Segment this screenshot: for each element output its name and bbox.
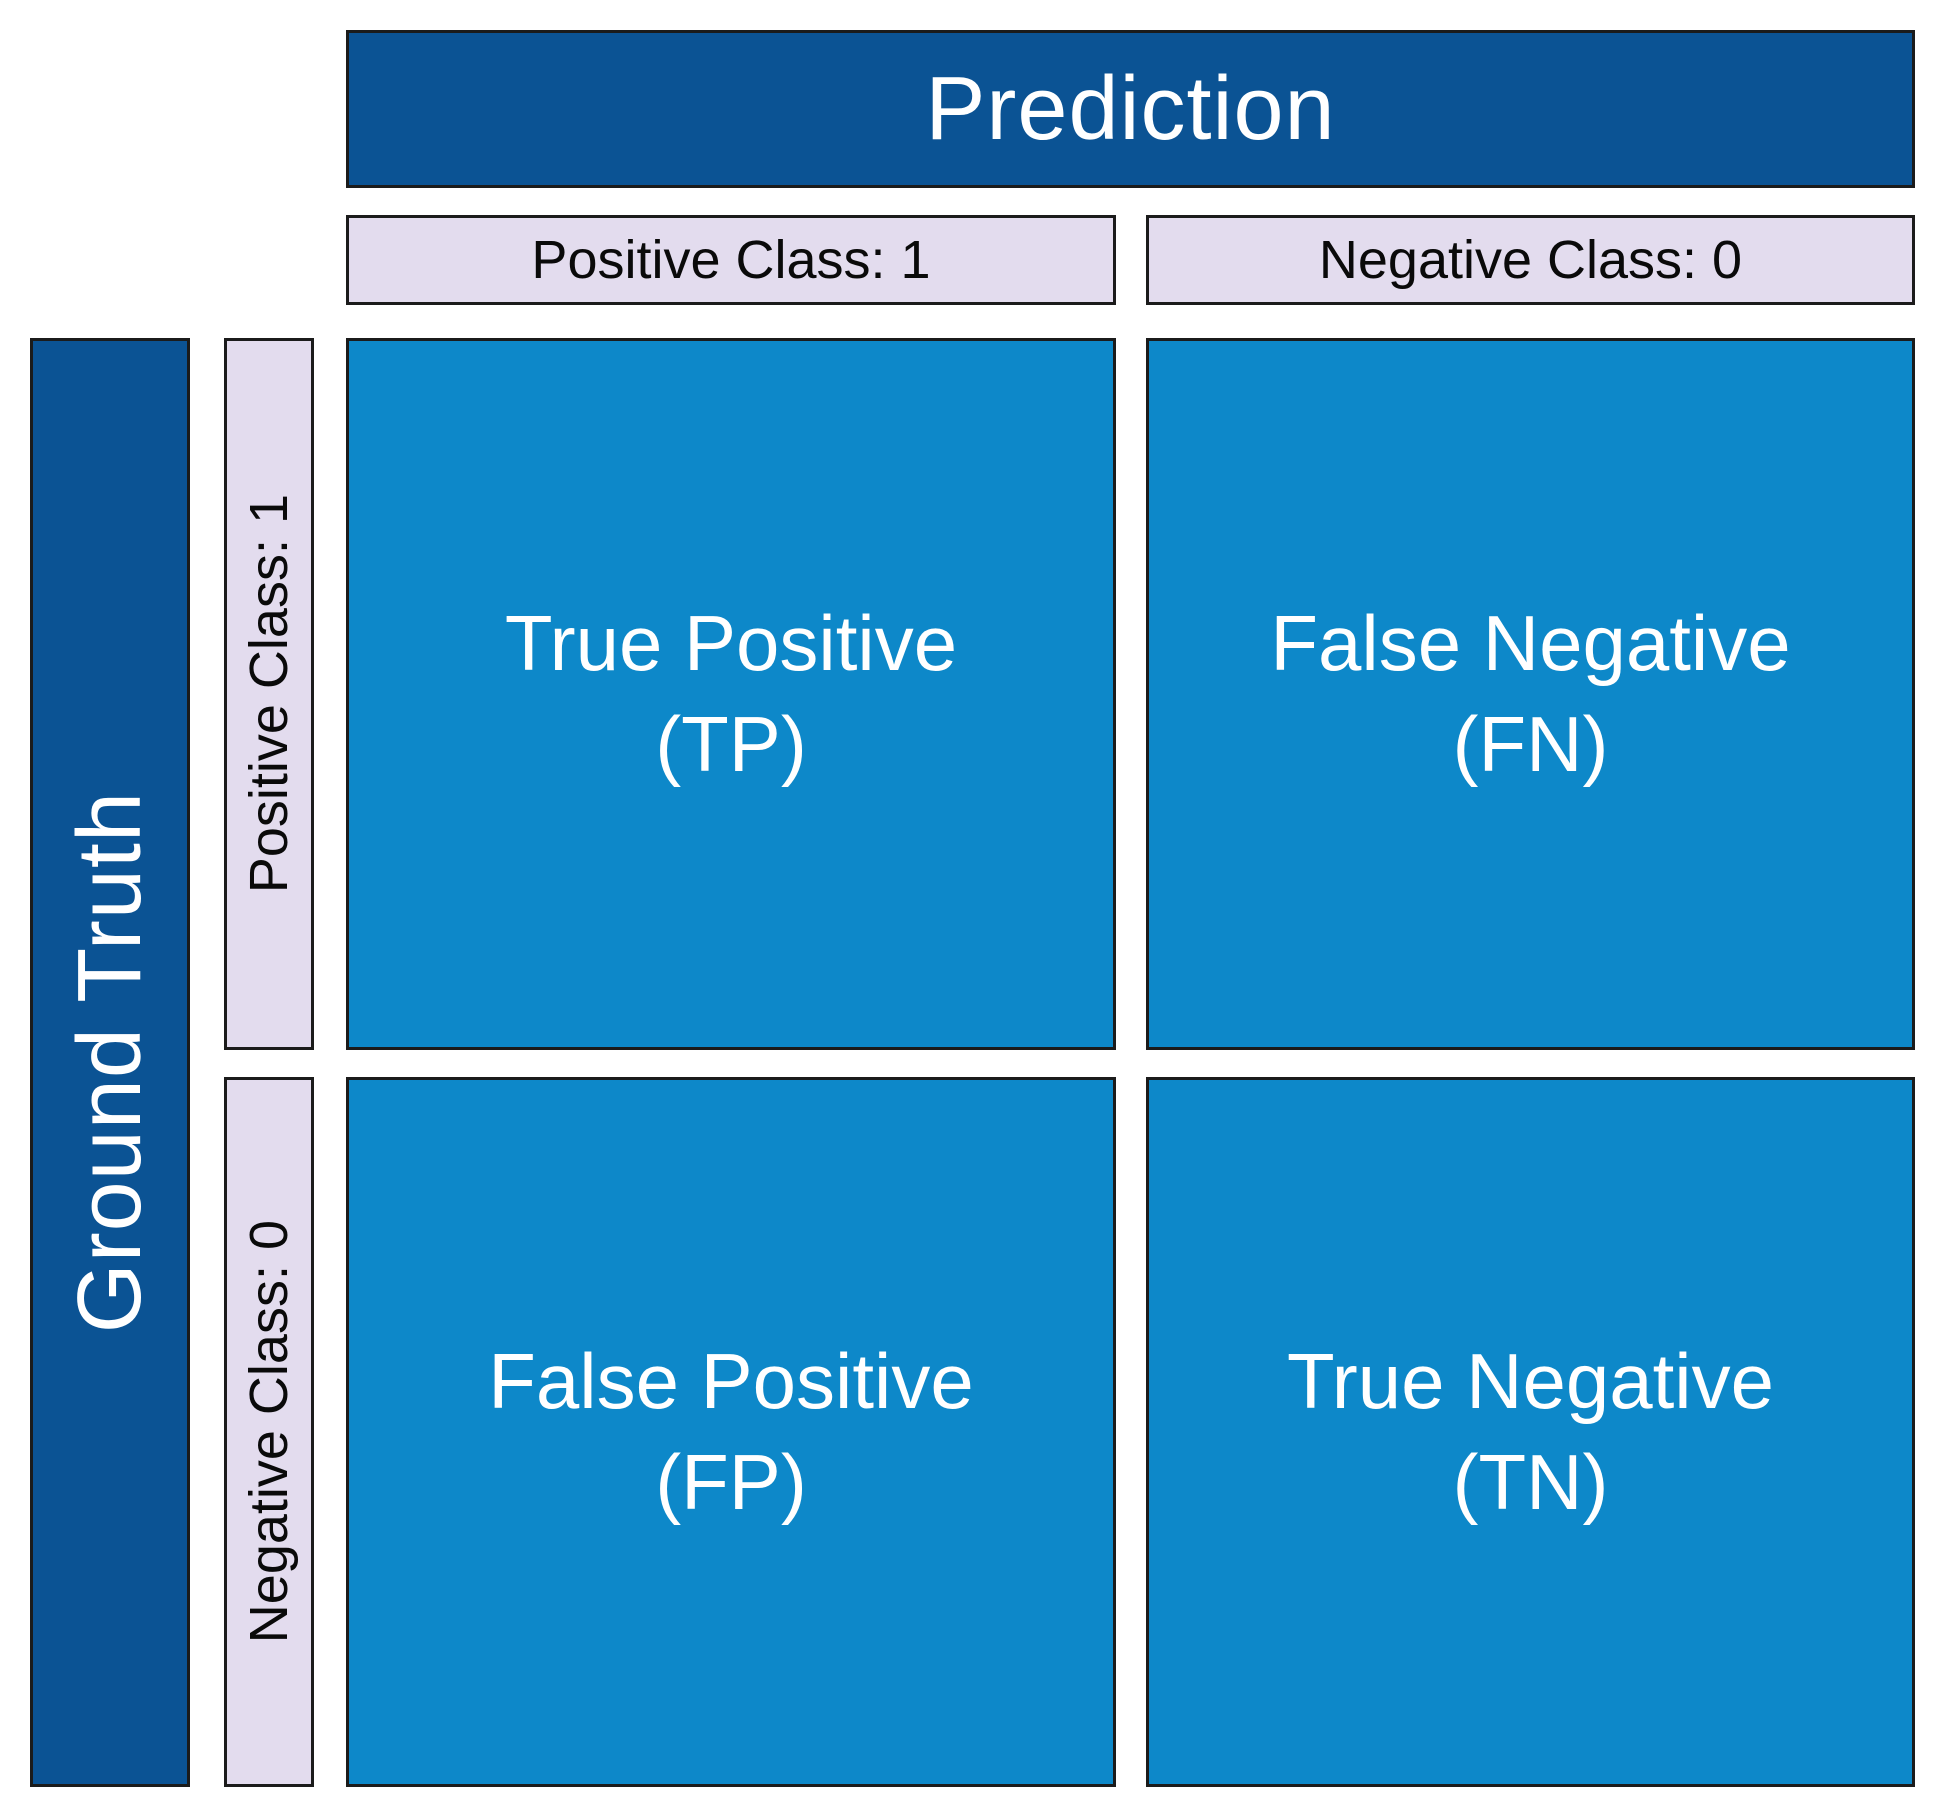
row-header-positive-label: Positive Class: 1 [239, 494, 299, 894]
row-header-negative-class: Negative Class: 0 [224, 1077, 314, 1787]
prediction-axis-header: Prediction [346, 30, 1915, 188]
ground-truth-axis-header: Ground Truth [30, 338, 190, 1787]
cell-true-positive: True Positive (TP) [346, 338, 1116, 1050]
cell-true-negative: True Negative (TN) [1146, 1077, 1915, 1787]
cell-false-negative-title: False Negative [1270, 598, 1791, 687]
column-header-negative-class: Negative Class: 0 [1146, 215, 1915, 305]
cell-false-negative: False Negative (FN) [1146, 338, 1915, 1050]
row-header-negative-label: Negative Class: 0 [239, 1220, 299, 1644]
column-header-positive-label: Positive Class: 1 [531, 230, 931, 290]
prediction-axis-label: Prediction [925, 58, 1336, 159]
cell-true-positive-abbr: (TP) [655, 700, 807, 788]
ground-truth-axis-label: Ground Truth [59, 791, 160, 1334]
cell-true-positive-title: True Positive [504, 598, 958, 687]
cell-false-positive-title: False Positive [488, 1336, 974, 1425]
column-header-negative-label: Negative Class: 0 [1318, 230, 1743, 290]
confusion-matrix-diagram: Prediction Positive Class: 1 Negative Cl… [30, 30, 1915, 1787]
cell-false-positive-abbr: (FP) [655, 1438, 807, 1526]
row-header-positive-class: Positive Class: 1 [224, 338, 314, 1050]
cell-false-negative-abbr: (FN) [1452, 700, 1609, 788]
cell-true-negative-abbr: (TN) [1452, 1438, 1609, 1526]
cell-true-negative-title: True Negative [1286, 1336, 1774, 1425]
column-header-positive-class: Positive Class: 1 [346, 215, 1116, 305]
cell-false-positive: False Positive (FP) [346, 1077, 1116, 1787]
